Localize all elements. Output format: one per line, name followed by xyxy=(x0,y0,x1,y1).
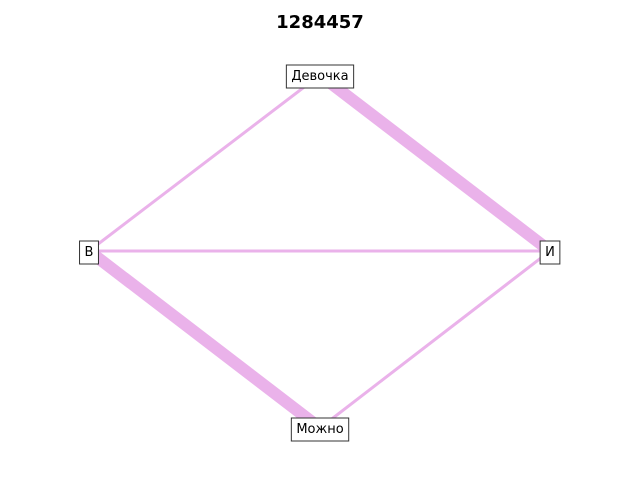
node-i: И xyxy=(539,240,561,265)
node-box xyxy=(285,64,355,89)
edge-b-mozhno xyxy=(85,246,324,433)
node-label: И xyxy=(545,245,555,260)
edges-layer xyxy=(85,70,554,433)
node-devochka: Девочка xyxy=(285,64,355,89)
node-b: В xyxy=(79,240,99,265)
node-label: В xyxy=(85,245,94,260)
diagram-title: 1284457 xyxy=(276,12,364,33)
node-box xyxy=(539,240,561,265)
edge-devochka-b xyxy=(88,73,321,253)
node-label: Девочка xyxy=(291,69,348,84)
node-label: Можно xyxy=(296,422,343,437)
edge-devochka-i xyxy=(316,70,554,256)
edge-mozhno-i xyxy=(319,249,551,430)
node-box xyxy=(290,417,350,442)
node-box xyxy=(79,240,99,265)
node-mozhno: Можно xyxy=(290,417,350,442)
